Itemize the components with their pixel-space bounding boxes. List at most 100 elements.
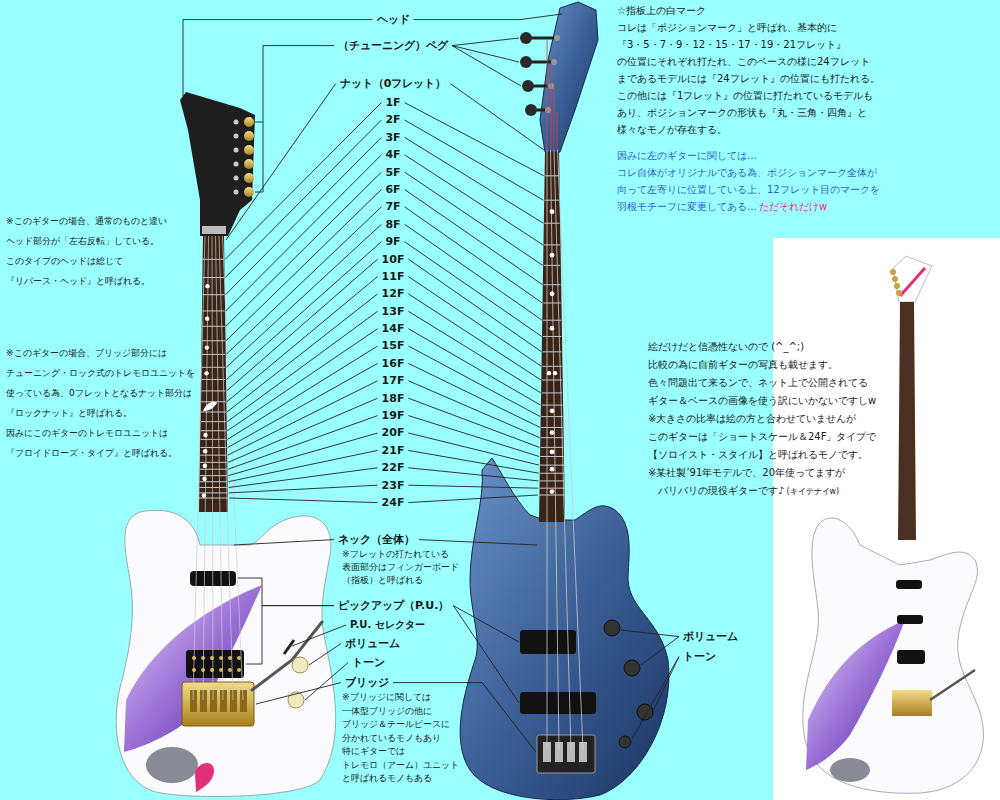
position-mark — [203, 449, 207, 453]
leader-line — [227, 294, 378, 412]
leader-line — [408, 416, 539, 457]
bass-fret — [541, 427, 563, 428]
bass-fret — [540, 465, 564, 466]
heart-art — [195, 763, 214, 792]
leader-line — [408, 433, 539, 465]
frets — [199, 176, 565, 498]
photo-pegs — [890, 269, 896, 275]
guitar-fret — [201, 430, 227, 431]
guitar-strings — [193, 236, 205, 700]
leader-line — [452, 46, 519, 62]
fret-label: 8F — [385, 218, 400, 231]
bass-tuners — [530, 61, 553, 64]
position-mark — [205, 316, 209, 320]
guitar-fret — [201, 439, 227, 440]
fret-label: 24F — [382, 496, 405, 509]
position-mark — [553, 371, 557, 375]
note-text: ギター＆ベースの画像を使う訳にいかないですしw — [648, 395, 876, 407]
position-mark — [202, 476, 206, 480]
leader-line — [256, 683, 341, 704]
bass-fret — [540, 473, 565, 474]
bass-bridge — [537, 735, 595, 773]
guitar-fret — [200, 481, 228, 482]
fret-label: 19F — [382, 409, 405, 422]
position-mark — [550, 489, 555, 494]
guitar-fret — [202, 379, 226, 380]
guitar-strings — [193, 236, 243, 700]
photo-head — [893, 256, 932, 302]
position-mark — [550, 326, 555, 331]
saddles — [220, 690, 227, 712]
note-text: 色々問題出て来るンで、ネット上で公開されてる — [648, 377, 868, 389]
fret-label: 21F — [382, 444, 405, 457]
tuning-pegs — [244, 159, 254, 169]
fret-label: 3F — [385, 131, 400, 144]
leader-line — [408, 363, 540, 427]
bass-tuners — [530, 37, 556, 40]
part-label: ネック（全体） — [338, 533, 415, 546]
note-text: このギターは「ショートスケール＆24F」タイプで — [648, 431, 876, 443]
note-text: 一体型ブリッジの他に — [342, 706, 432, 717]
guitar-fret — [202, 367, 226, 368]
photo-head-logo — [900, 268, 925, 296]
bass-saddles — [543, 742, 587, 762]
bass-knobs — [604, 620, 653, 748]
position-mark — [550, 430, 555, 435]
saddles — [200, 690, 207, 712]
position-mark — [550, 291, 555, 296]
leader-line — [292, 625, 346, 646]
part-label: ボリューム — [345, 637, 400, 650]
leader-line — [408, 381, 539, 438]
note-text: 使っている為、0フレットとなるナット部分は — [6, 388, 192, 399]
note-text: 『リバース・ヘッド』と呼ばれる。 — [6, 276, 150, 287]
note-text: 表面部分はフィンガーボード — [342, 562, 459, 573]
leader-line — [225, 103, 381, 260]
part-label: ブリッジ — [345, 676, 389, 689]
fret-label: 11F — [382, 270, 405, 283]
leader-line — [227, 259, 378, 391]
photo-bridge — [892, 690, 932, 716]
bass-fret — [543, 336, 562, 337]
leader-line — [226, 84, 336, 240]
note-text: 【ソロイスト・スタイル】と呼ばれるモノです。 — [648, 449, 868, 461]
guitar-strings — [203, 236, 209, 700]
photo-pegs — [892, 276, 898, 282]
note-text: バリバリの現役ギターです♪ — [658, 485, 784, 497]
leader-line — [309, 644, 341, 665]
leader-line — [225, 120, 381, 278]
note-text: の位置にそれぞれ打たれ、このベースの様に24フレット — [617, 56, 870, 68]
note-text: ※某社製’91年モデルで、20年使ってますが — [648, 467, 845, 479]
leader-line — [405, 224, 542, 320]
position-mark — [203, 464, 207, 468]
part-label: ヘッド — [377, 13, 410, 26]
bass-fret — [544, 223, 560, 224]
leader-line — [405, 172, 543, 265]
bass-neck — [539, 150, 565, 522]
part-label: ピックアップ（P.U.） — [338, 599, 449, 612]
bass-strings — [551, 64, 552, 150]
position-mark — [550, 450, 555, 455]
note-text: 向って左寄りに位置している上、12フレット目のマークを — [617, 184, 880, 196]
leader-line — [229, 498, 378, 503]
pole-pieces — [210, 656, 214, 660]
fret-label: 10F — [382, 253, 405, 266]
position-mark — [550, 253, 555, 258]
leader-line — [228, 416, 377, 470]
fret-label: 14F — [382, 322, 405, 335]
leader-line — [452, 38, 519, 46]
guitar-illustration — [116, 92, 336, 797]
pole-pieces — [237, 668, 241, 672]
bass-tuner-keys — [522, 80, 534, 92]
leader-line — [305, 663, 348, 700]
bass-fret — [542, 366, 562, 367]
leader-line — [227, 329, 377, 431]
leader-line — [226, 190, 381, 341]
guitar-fret — [200, 462, 227, 463]
peg-posts — [234, 120, 239, 195]
note-text: 因みにこのギターのトレモロユニットは — [6, 428, 168, 439]
fret-label: 6F — [385, 183, 400, 196]
leader-line — [226, 172, 382, 326]
leader-line — [405, 242, 542, 337]
guitar-fret — [200, 447, 226, 448]
position-mark — [204, 371, 208, 375]
